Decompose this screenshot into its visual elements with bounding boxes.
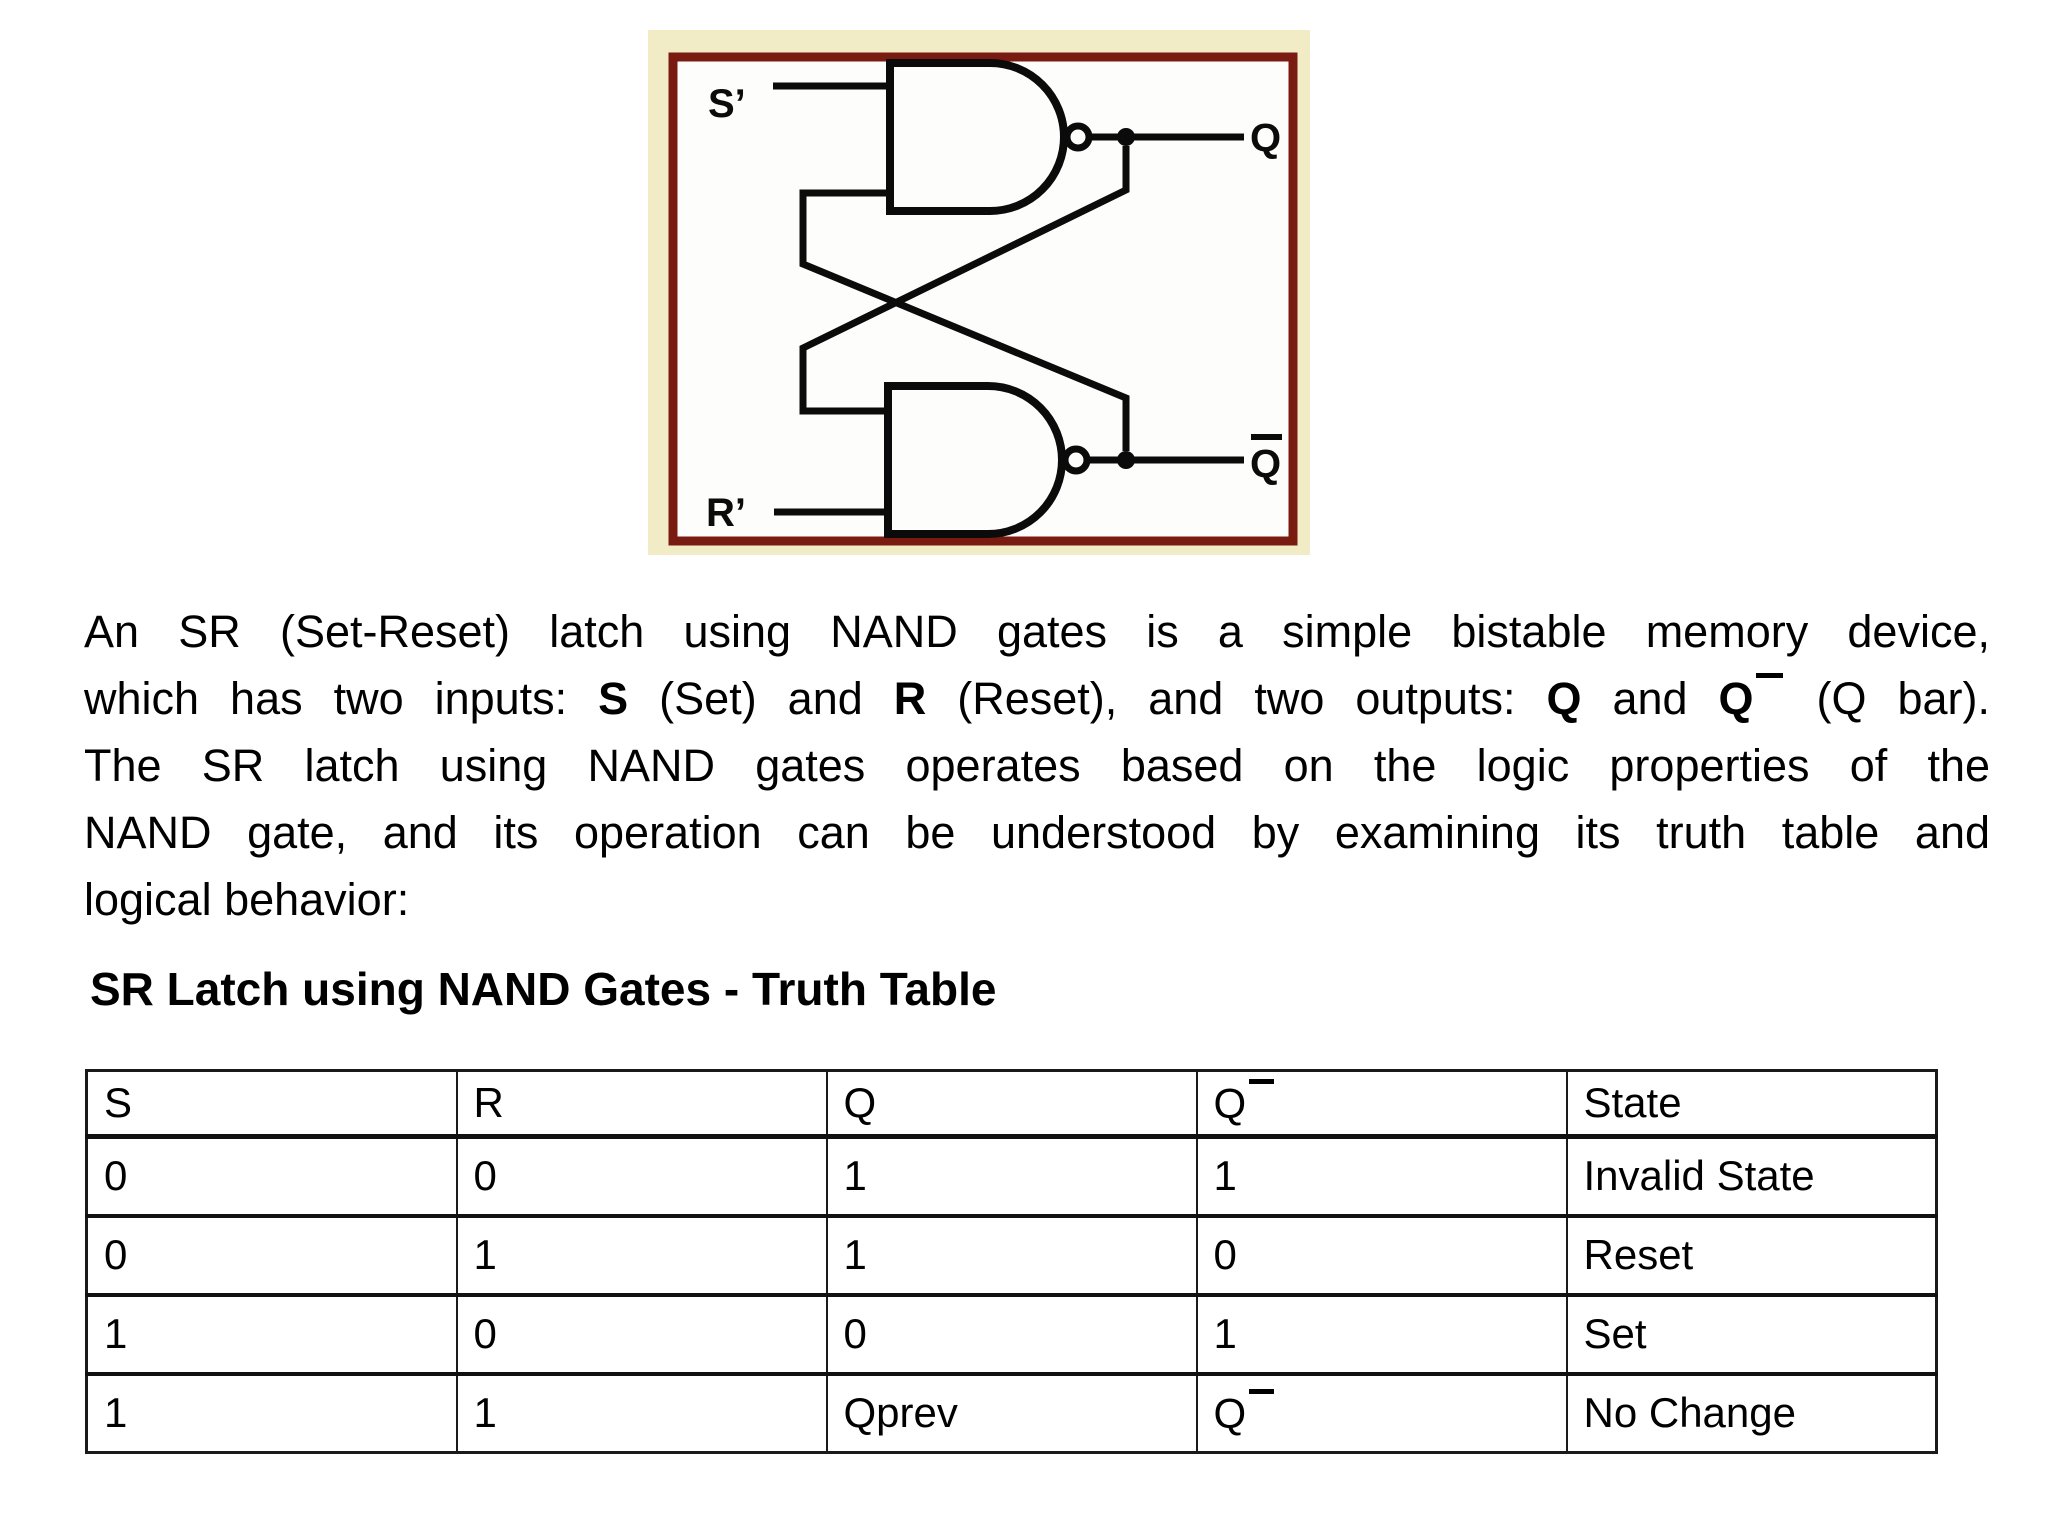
- q-bar-output-label: Q: [1250, 442, 1281, 486]
- q-output-label: Q: [1250, 116, 1281, 160]
- sr-latch-circuit-diagram: S’ R’ Q Q: [648, 30, 1310, 555]
- overbar-mark: [1756, 672, 1784, 678]
- r-input-label: R’: [706, 491, 746, 535]
- inversion-bubble-top: [1063, 122, 1093, 152]
- text-run: The SR latch using NAND gates operates b…: [84, 740, 1990, 791]
- text-run: An SR (Set-Reset) latch using NAND gates…: [84, 606, 1990, 657]
- bold-term: S: [598, 673, 629, 724]
- text-run: (Set) and: [628, 673, 894, 724]
- table-header-cell: State: [1565, 1070, 1938, 1137]
- text-run: (Reset), and two outputs:: [926, 673, 1547, 724]
- table-cell: 1: [85, 1373, 458, 1453]
- table-cell: 1: [455, 1373, 828, 1453]
- table-cell: 0: [455, 1136, 828, 1216]
- table-cell: 1: [85, 1294, 458, 1374]
- table-cell: 1: [1195, 1294, 1568, 1374]
- nand-gate-bottom: [884, 382, 1066, 538]
- table-header-cell: Q: [1195, 1070, 1568, 1137]
- table-header-cell: S: [85, 1070, 458, 1137]
- text-run: logical behavior:: [84, 874, 410, 925]
- text-run: and: [1581, 673, 1719, 724]
- qbar-feedback-wire: [799, 189, 1130, 451]
- table-cell: 1: [1195, 1136, 1568, 1216]
- table-cell: 1: [825, 1136, 1198, 1216]
- paragraph-line: NAND gate, and its operation can be unde…: [84, 799, 1990, 866]
- junction-dot-bottom: [1117, 451, 1135, 469]
- table-cell: Reset: [1565, 1215, 1938, 1295]
- sr-latch-figure: S’ R’ Q Q: [648, 30, 1310, 555]
- bold-term: Q: [1546, 673, 1582, 724]
- table-cell: Set: [1565, 1294, 1938, 1374]
- paragraph-line: which has two inputs: S (Set) and R (Res…: [84, 665, 1990, 732]
- truth-table-heading: SR Latch using NAND Gates - Truth Table: [90, 963, 997, 1015]
- table-cell: 0: [85, 1136, 458, 1216]
- description-paragraph: An SR (Set-Reset) latch using NAND gates…: [84, 598, 1990, 933]
- nand-gates: [884, 59, 1135, 538]
- table-cell: 0: [455, 1294, 828, 1374]
- paragraph-line: The SR latch using NAND gates operates b…: [84, 732, 1990, 799]
- text-run: (Q bar).: [1785, 673, 1990, 724]
- text-run: which has two inputs:: [84, 673, 599, 724]
- table-cell: No Change: [1565, 1373, 1938, 1453]
- table-cell: 1: [455, 1215, 828, 1295]
- nand-gate-top: [886, 59, 1068, 215]
- table-cell: Qprev: [825, 1373, 1198, 1453]
- table-header-cell: R: [455, 1070, 828, 1137]
- overbar-mark: [1248, 1078, 1274, 1084]
- bold-term: R: [893, 673, 927, 724]
- table-cell: 0: [85, 1215, 458, 1295]
- paragraph-line: An SR (Set-Reset) latch using NAND gates…: [84, 598, 1990, 665]
- table-cell: Q: [1195, 1373, 1568, 1453]
- bold-term: Q: [1719, 672, 1786, 724]
- table-cell: Invalid State: [1565, 1136, 1938, 1216]
- overbar-mark: [1248, 1389, 1274, 1394]
- paragraph-line: logical behavior:: [84, 866, 1990, 933]
- q-feedback-wire: [799, 146, 1130, 415]
- table-cell: 0: [825, 1294, 1198, 1374]
- circuit-labels: S’ R’ Q Q: [706, 82, 1282, 535]
- circuit-wires: [773, 82, 1244, 516]
- junction-dot-top: [1117, 128, 1135, 146]
- text-run: NAND gate, and its operation can be unde…: [84, 807, 1990, 858]
- table-header-cell: Q: [825, 1070, 1198, 1137]
- table-cell: 1: [825, 1215, 1198, 1295]
- s-input-label: S’: [708, 82, 746, 126]
- table-cell: 0: [1195, 1215, 1568, 1295]
- inversion-bubble-bottom: [1061, 445, 1091, 475]
